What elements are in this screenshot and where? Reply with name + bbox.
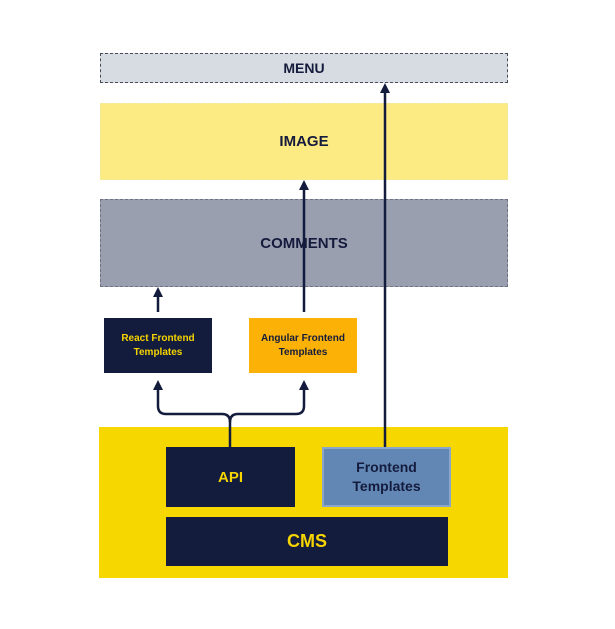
menu-label: MENU — [283, 60, 325, 76]
react-templates-block: React Frontend Templates — [104, 318, 212, 373]
api-branch-connector — [153, 380, 232, 447]
api-block: API — [166, 447, 295, 507]
cms-label: CMS — [287, 531, 327, 551]
image-label: IMAGE — [279, 133, 329, 150]
react-templates-label: React Frontend Templates — [121, 332, 195, 358]
frontend-templates-label: Frontend Templates — [352, 459, 421, 494]
angular-templates-block: Angular Frontend Templates — [249, 318, 357, 373]
angular-templates-label: Angular Frontend Templates — [261, 332, 345, 358]
cms-block: CMS — [166, 517, 448, 566]
api-branch-connector-right — [228, 380, 309, 423]
image-block: IMAGE — [100, 103, 508, 180]
api-label: API — [217, 468, 243, 486]
menu-block: MENU — [100, 53, 508, 83]
frontend-templates-block: Frontend Templates — [322, 447, 451, 507]
